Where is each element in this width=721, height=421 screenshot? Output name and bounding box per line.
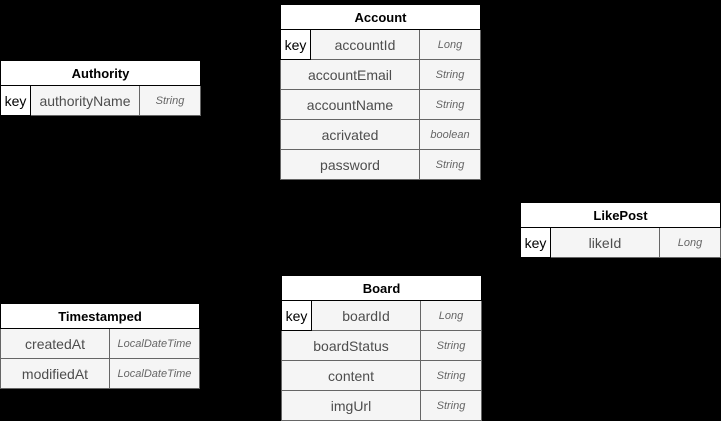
field-name: accountId [334, 36, 396, 53]
field-row: accountEmail String [280, 60, 481, 90]
field-type: String [419, 150, 480, 179]
field-type: Long [420, 301, 481, 330]
field-type: String [420, 391, 481, 420]
field-name: accountName [306, 96, 394, 113]
field-type: String [420, 361, 481, 390]
field-row: imgUrl String [281, 391, 482, 421]
entity-timestamped[interactable]: Timestamped createdAt LocalDateTime modi… [0, 303, 200, 389]
entity-title: Timestamped [0, 303, 200, 329]
entity-title: Board [281, 275, 482, 301]
field-type: String [139, 86, 200, 115]
field-row: key authorityName String [0, 85, 201, 116]
field-row: key likeId Long [520, 227, 721, 258]
primary-key-badge: key [281, 300, 312, 331]
field-type: String [419, 60, 480, 89]
field-name: accountEmail [307, 66, 393, 83]
entity-title: Account [280, 4, 481, 30]
field-row: key boardId Long [281, 300, 482, 331]
field-name: modifiedAt [21, 365, 89, 382]
field-row: key accountId Long [280, 29, 481, 60]
field-row: accountName String [280, 90, 481, 120]
field-row: createdAt LocalDateTime [0, 329, 200, 359]
field-name: boardId [342, 307, 390, 324]
field-row: acrivated boolean [280, 120, 481, 150]
field-name: acrivated [321, 126, 379, 143]
field-type: String [419, 90, 480, 119]
field-type: boolean [419, 120, 480, 149]
field-name: createdAt [25, 335, 85, 352]
entity-board[interactable]: Board key boardId Long boardStatus Strin… [281, 275, 482, 421]
entity-account[interactable]: Account key accountId Long accountEmail … [280, 4, 481, 180]
entity-title: LikePost [520, 202, 721, 228]
field-row: boardStatus String [281, 331, 482, 361]
field-type: Long [659, 228, 720, 257]
field-type: String [420, 331, 481, 360]
field-row: password String [280, 150, 481, 180]
field-type: LocalDateTime [109, 329, 199, 358]
primary-key-badge: key [0, 85, 31, 116]
primary-key-badge: key [520, 227, 551, 258]
field-name: imgUrl [330, 397, 372, 414]
entity-authority[interactable]: Authority key authorityName String [0, 60, 201, 116]
field-row: content String [281, 361, 482, 391]
field-name: content [328, 367, 374, 384]
field-type: Long [419, 30, 480, 59]
field-row: modifiedAt LocalDateTime [0, 359, 200, 389]
entity-likepost[interactable]: LikePost key likeId Long [520, 202, 721, 258]
primary-key-badge: key [280, 29, 311, 60]
field-name: authorityName [39, 92, 131, 109]
entity-title: Authority [0, 60, 201, 86]
field-name: password [320, 156, 380, 173]
field-type: LocalDateTime [109, 359, 199, 388]
field-name: boardStatus [313, 337, 389, 354]
field-name: likeId [588, 234, 622, 251]
